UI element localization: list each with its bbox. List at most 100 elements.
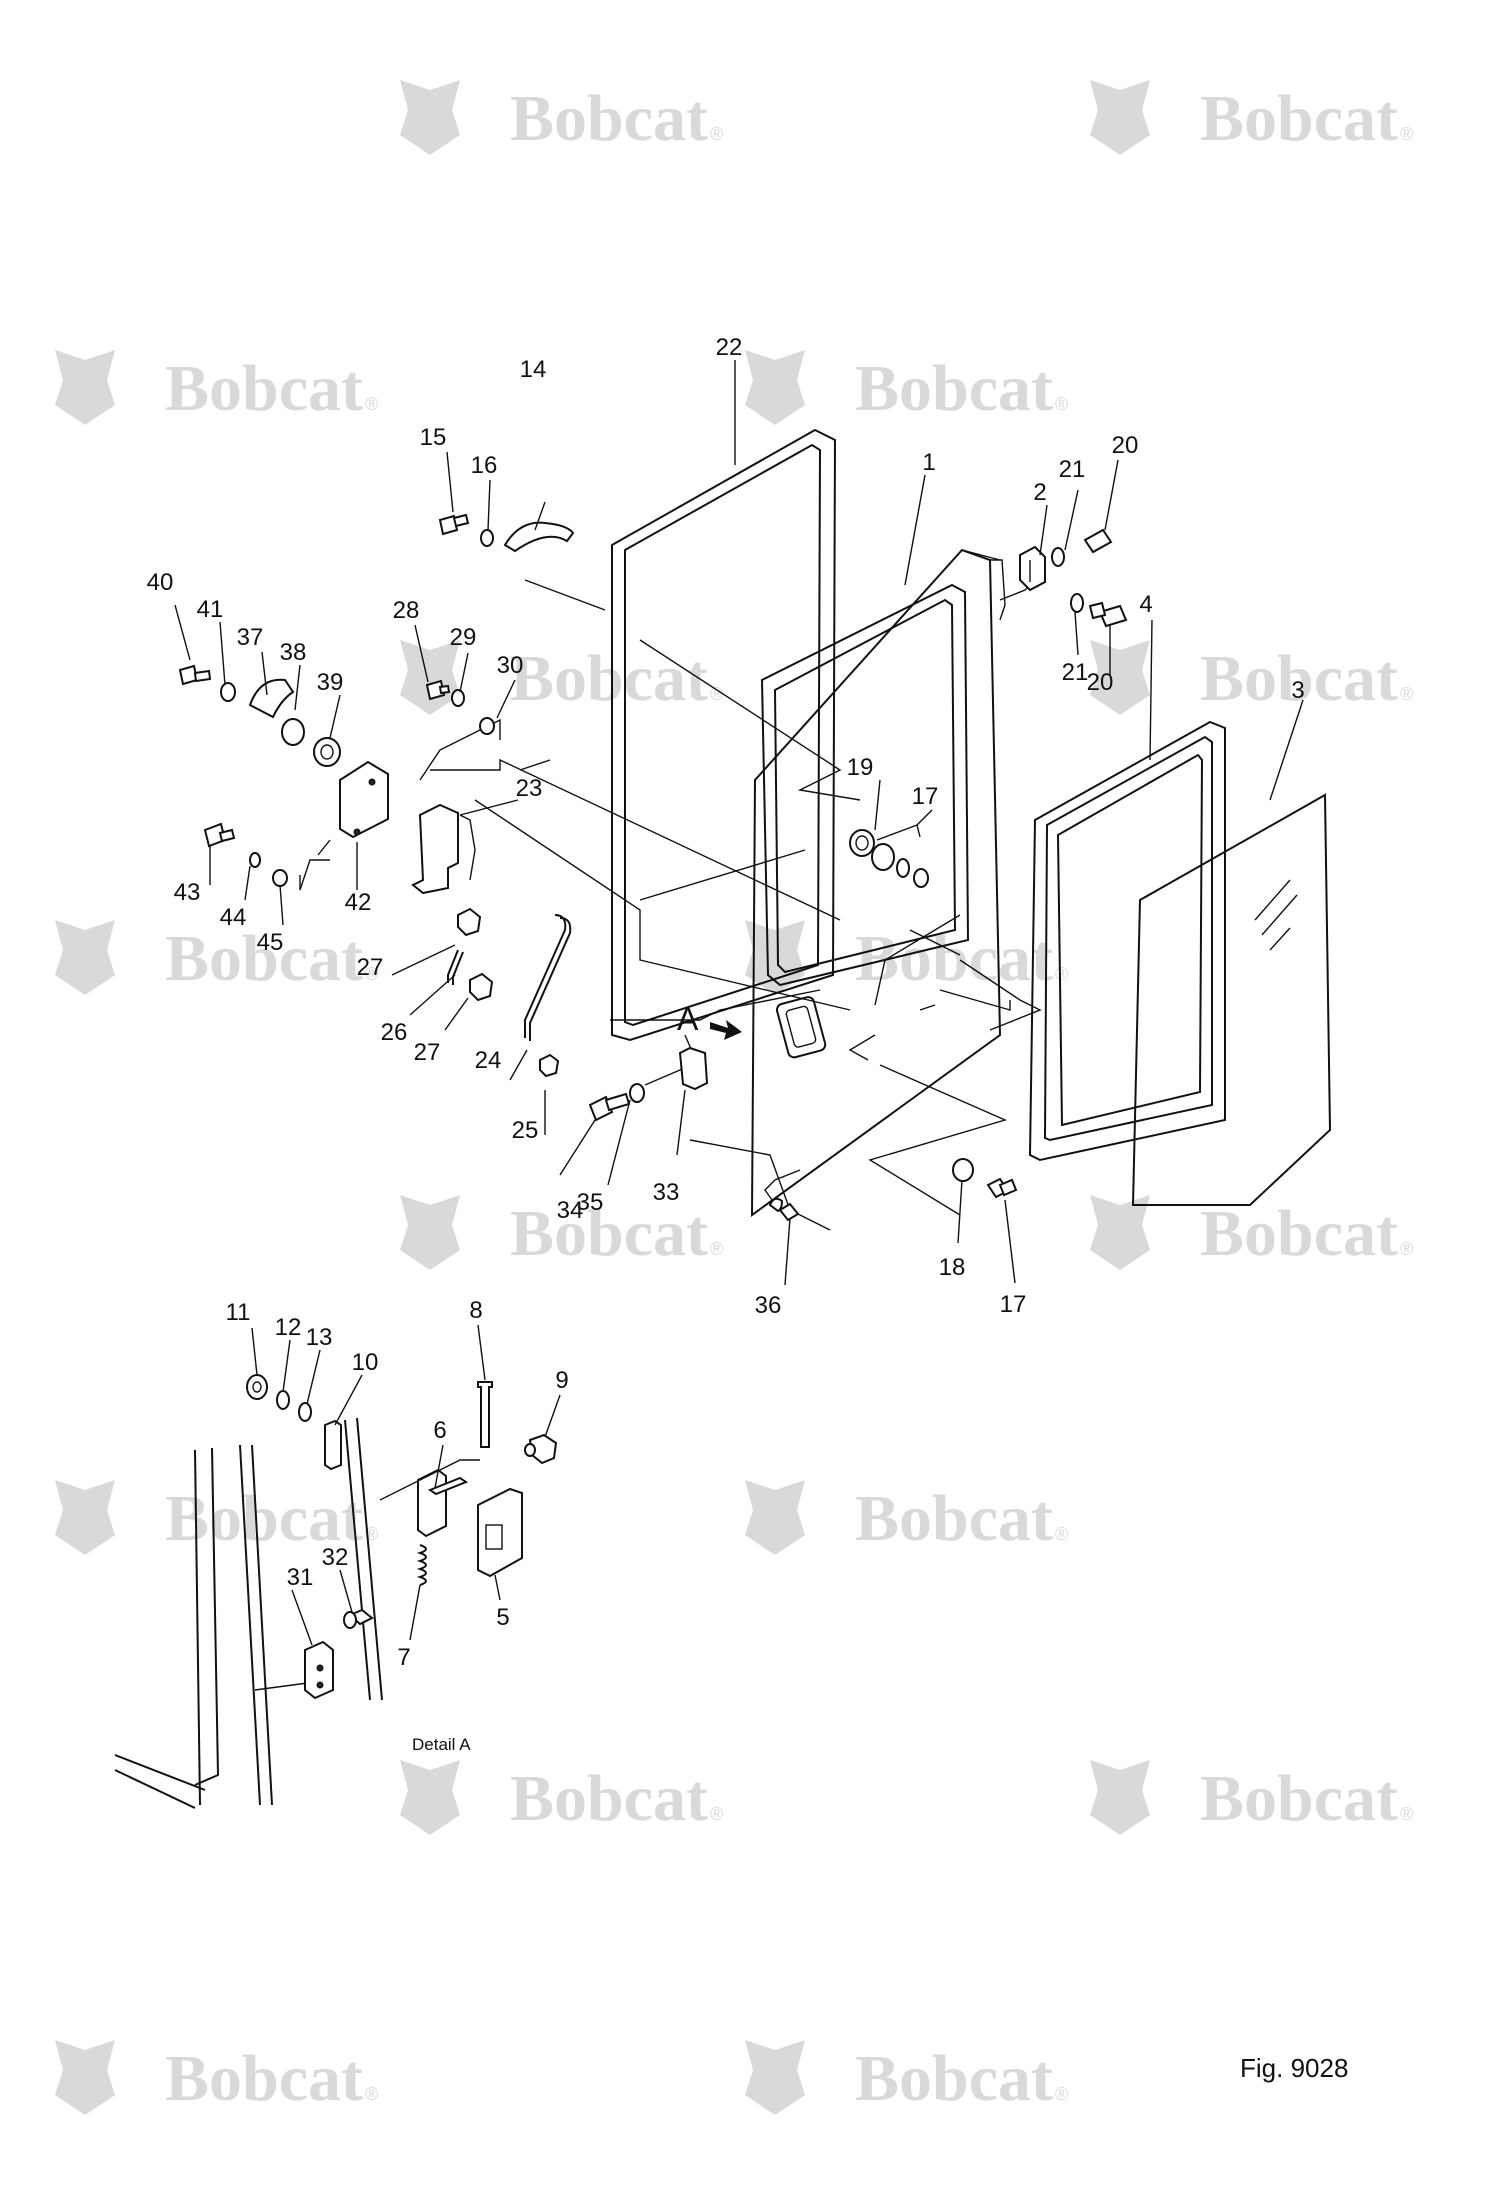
detail-a-caption: Detail A	[412, 1735, 471, 1754]
watermark-text: Bobcat	[1200, 1762, 1398, 1835]
bobcat-logo-icon	[55, 2040, 115, 2115]
bobcat-watermark: Bobcat®	[1090, 640, 1413, 715]
bobcat-logo-icon	[55, 350, 115, 425]
callout-38: 38	[280, 639, 307, 666]
bobcat-logo-icon	[400, 640, 460, 715]
callout-25: 25	[512, 1117, 539, 1144]
callout-27: 27	[414, 1039, 441, 1066]
bobcat-watermark: Bobcat®	[400, 640, 723, 715]
callout-34: 34	[557, 1197, 584, 1224]
callout-24: 24	[475, 1047, 502, 1074]
callout-19: 19	[847, 754, 874, 781]
watermark-text: Bobcat	[510, 642, 708, 715]
bobcat-logo-icon	[400, 1195, 460, 1270]
svg-text:®: ®	[1055, 964, 1068, 984]
callout-31: 31	[287, 1564, 314, 1591]
hardware-parts	[178, 513, 1128, 1222]
callout-40: 40	[147, 569, 174, 596]
callout-26: 26	[381, 1019, 408, 1046]
bobcat-watermark: Bobcat®	[400, 1760, 723, 1835]
callout-20: 20	[1087, 669, 1114, 696]
bobcat-watermark: Bobcat®	[1090, 80, 1413, 155]
svg-text:®: ®	[365, 394, 378, 414]
callout-45: 45	[257, 929, 284, 956]
watermark-text: Bobcat	[165, 1482, 363, 1555]
callout-18: 18	[939, 1254, 966, 1281]
watermark-text: Bobcat	[510, 82, 708, 155]
callout-3: 3	[1291, 677, 1304, 704]
bobcat-watermark: Bobcat®	[745, 350, 1068, 425]
watermark-text: Bobcat	[165, 352, 363, 425]
bobcat-logo-icon	[55, 920, 115, 995]
svg-text:®: ®	[710, 1239, 723, 1259]
callout-6: 6	[433, 1417, 446, 1444]
callout-44: 44	[220, 904, 247, 931]
callout-21: 21	[1062, 659, 1089, 686]
callout-7: 7	[397, 1644, 410, 1671]
window-glass-3	[1131, 793, 1332, 1206]
bobcat-logo-icon	[1090, 1760, 1150, 1835]
watermark-text: Bobcat	[855, 1482, 1053, 1555]
svg-text:®: ®	[710, 684, 723, 704]
bobcat-logo-icon	[400, 1760, 460, 1835]
bobcat-watermark: Bobcat®	[55, 350, 378, 425]
callout-22: 22	[716, 334, 743, 361]
callout-41: 41	[197, 596, 224, 623]
callout-12: 12	[275, 1314, 302, 1341]
callout-32: 32	[322, 1544, 349, 1571]
callout-14: 14	[520, 356, 547, 383]
bobcat-watermark: Bobcat®	[55, 920, 378, 995]
callout-35: 35	[577, 1189, 604, 1216]
bobcat-watermark: Bobcat®	[55, 1480, 378, 1555]
svg-text:®: ®	[710, 124, 723, 144]
bobcat-logo-icon	[1090, 1195, 1150, 1270]
svg-text:®: ®	[1055, 394, 1068, 414]
bobcat-logo-icon	[1090, 80, 1150, 155]
bobcat-watermark: Bobcat®	[400, 80, 723, 155]
callout-30: 30	[497, 652, 524, 679]
callout-17: 17	[1000, 1291, 1027, 1318]
figure-label: Fig. 9028	[1240, 2053, 1349, 2083]
bobcat-watermark: Bobcat®	[745, 1480, 1068, 1555]
callout-43: 43	[174, 879, 201, 906]
bobcat-logo-icon	[745, 350, 805, 425]
callout-20: 20	[1112, 432, 1139, 459]
callout-21: 21	[1059, 456, 1086, 483]
bobcat-logo-icon	[745, 2040, 805, 2115]
watermark-text: Bobcat	[855, 2042, 1053, 2115]
bobcat-logo-icon	[400, 80, 460, 155]
callout-8: 8	[469, 1297, 482, 1324]
callout-10: 10	[352, 1349, 379, 1376]
callout-11: 11	[226, 1299, 251, 1326]
watermark-text: Bobcat	[1200, 82, 1398, 155]
callout-37: 37	[237, 624, 264, 651]
callout-5: 5	[496, 1604, 509, 1631]
bobcat-logo-icon	[55, 1480, 115, 1555]
svg-text:®: ®	[1400, 1239, 1413, 1259]
bobcat-watermark: Bobcat®	[745, 920, 1068, 995]
bobcat-watermark: Bobcat®	[745, 2040, 1068, 2115]
watermark-text: Bobcat	[1200, 642, 1398, 715]
callout-42: 42	[345, 889, 372, 916]
detail-a-view	[114, 1374, 558, 1809]
callout-4: 4	[1139, 591, 1152, 618]
callout-28: 28	[393, 597, 420, 624]
callout-29: 29	[450, 624, 477, 651]
watermark-layer: Bobcat®Bobcat®Bobcat®Bobcat®Bobcat®Bobca…	[55, 80, 1413, 2115]
detail-a-marker: A	[677, 1001, 699, 1037]
detail-a-arrow	[710, 1020, 742, 1040]
callout-27: 27	[357, 954, 384, 981]
callout-17: 17	[912, 783, 939, 810]
svg-text:®: ®	[365, 964, 378, 984]
callout-leaders	[174, 360, 1304, 1646]
door-seal-22	[611, 428, 837, 1042]
callout-16: 16	[471, 452, 498, 479]
watermark-text: Bobcat	[855, 352, 1053, 425]
svg-text:®: ®	[710, 1804, 723, 1824]
door-panel-1	[750, 548, 1006, 1217]
svg-text:®: ®	[365, 2084, 378, 2104]
watermark-text: Bobcat	[165, 2042, 363, 2115]
svg-text:®: ®	[1055, 1524, 1068, 1544]
callout-23: 23	[516, 775, 543, 802]
